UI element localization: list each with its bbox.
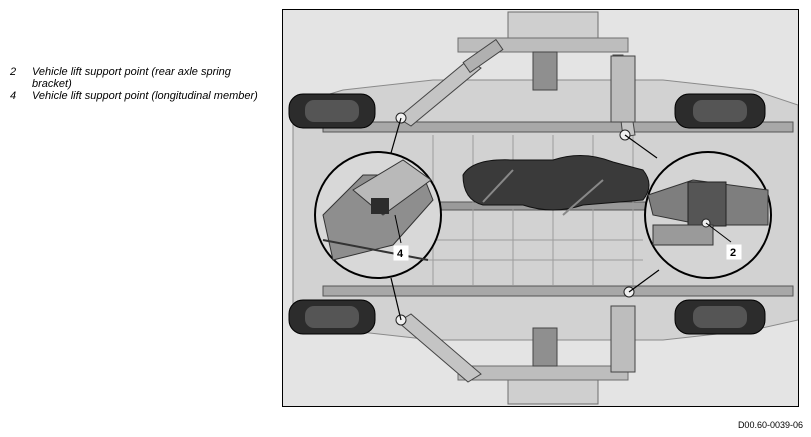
legend-number: 4	[10, 90, 17, 102]
callout-2: 2	[726, 244, 742, 260]
legend-item-4: 4 Vehicle lift support point (longitudin…	[10, 90, 265, 102]
wheel-front-right	[674, 93, 766, 129]
callout-4: 4	[393, 245, 409, 261]
legend-text: Vehicle lift support point (rear axle sp…	[32, 66, 231, 90]
legend-number: 2	[10, 66, 17, 78]
legend-item-2: 2 Vehicle lift support point (rear axle …	[10, 66, 265, 90]
legend-text: Vehicle lift support point (longitudinal…	[32, 90, 258, 102]
detail-magnifier-right	[644, 151, 772, 279]
lift-arm-upper-left	[397, 38, 504, 127]
lift-arm-upper-right	[610, 54, 636, 138]
lift-arm-lower-left	[397, 313, 482, 383]
underbody-illustration: 4 2	[282, 9, 799, 407]
callout-4-label: 4	[397, 248, 404, 260]
wheel-rear-right	[674, 299, 766, 335]
bottom-bracket	[457, 327, 629, 405]
figure-code: D00.60-0039-06	[737, 420, 803, 430]
legend: 2 Vehicle lift support point (rear axle …	[10, 66, 265, 102]
fuel-tank	[462, 155, 650, 216]
detail-magnifier-left	[314, 151, 442, 279]
underbody-drawing: 4 2	[283, 10, 798, 406]
lift-arm-lower-right	[610, 305, 636, 373]
callout-2-label: 2	[730, 247, 736, 259]
wheel-front-left	[288, 93, 376, 129]
wheel-rear-left	[288, 299, 376, 335]
